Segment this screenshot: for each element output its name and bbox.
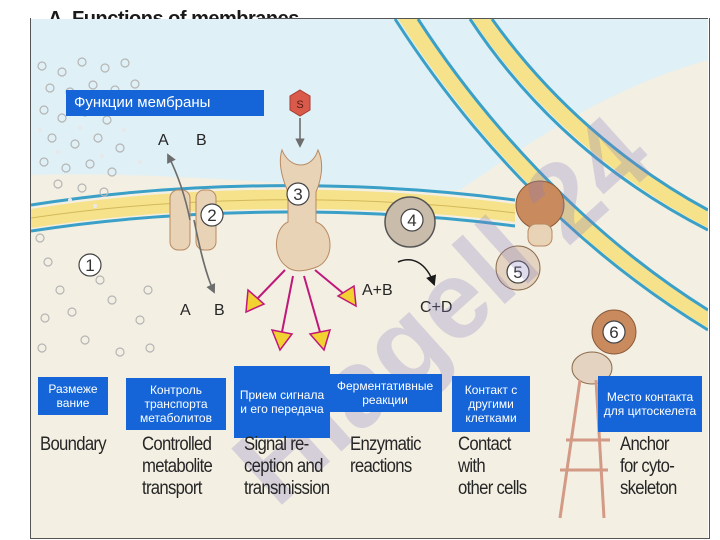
marker-3-label: 3 [293, 185, 302, 204]
function-label-signal-ru: Прием сигнала и его передача [234, 366, 330, 438]
marker-5-label: 5 [513, 263, 522, 282]
en-line: ception and [244, 456, 323, 477]
function-label-signal-en: Signal re- ception and transmission [244, 434, 330, 500]
en-line: skeleton [620, 478, 677, 499]
molecule-b-top: B [196, 132, 207, 149]
receptor-protein [276, 148, 331, 272]
marker-2-circle [200, 203, 224, 227]
contact-protein-neck [527, 223, 553, 247]
function-label-boundary-en: Boundary [40, 434, 107, 456]
transport-arrow-in [193, 219, 216, 294]
boundary-vesicles [35, 57, 155, 357]
marker-5-circle [506, 260, 530, 284]
function-label-transport-ru: Контроль транспорта метаболитов [126, 378, 226, 430]
signal-label: S [296, 99, 303, 111]
diagonal-membrane-1-fill [398, 19, 708, 328]
outside-region [31, 19, 708, 191]
function-label-anchor-en: Anchor for cyto- skeleton [620, 434, 677, 500]
en-line: Boundary [40, 434, 107, 455]
signal-arrowheads [245, 284, 357, 352]
marker-6-label: 6 [609, 323, 618, 342]
marker-4-circle [400, 208, 424, 232]
enzyme-reaction-arrow [397, 259, 437, 286]
diagonal-membrane-2-inner [490, 19, 708, 212]
marker-4-label: 4 [407, 211, 416, 230]
cytoskeleton-filaments [558, 379, 610, 519]
signal-transmission-arrows [257, 269, 345, 333]
header-label-ru: Функции мембраны [66, 90, 264, 116]
marker-3-circle [286, 182, 310, 206]
marker-1-circle [78, 253, 102, 277]
en-line: transport [142, 478, 202, 499]
diagonal-membrane-1-inner [416, 19, 708, 312]
en-line: metabolite [142, 456, 213, 477]
molecule-b-bottom: B [214, 302, 225, 319]
diagonal-membrane-2 [468, 19, 708, 232]
membrane-midline [31, 199, 516, 219]
en-line: for cyto- [620, 456, 675, 477]
function-label-anchor-ru: Место контакта для цитоскелета [598, 376, 702, 432]
function-label-enzyme-ru: Ферментативные реакции [328, 374, 442, 412]
function-label-enzyme-en: Enzymatic reactions [350, 434, 421, 478]
marker-6-circle [602, 320, 626, 344]
en-line: reactions [350, 456, 412, 477]
diagonal-membrane-2-fill [472, 19, 708, 228]
transport-arrow-out [167, 153, 191, 221]
marker-2-label: 2 [207, 206, 216, 225]
product-label: C+D [420, 299, 452, 316]
function-label-boundary-ru: Размеже вание [38, 377, 108, 415]
title-rule [258, 18, 708, 19]
diagonal-membrane-1 [393, 19, 708, 332]
transport-protein-left [169, 189, 191, 251]
en-line: Enzymatic [350, 434, 421, 455]
molecule-a-bottom: A [180, 302, 191, 319]
function-label-contact-en: Contact with other cells [458, 434, 527, 500]
diagram-frame [30, 18, 710, 539]
en-line: other cells [458, 478, 527, 499]
function-label-contact-ru: Контакт с другими клетками [452, 376, 530, 432]
molecule-a-top: A [158, 132, 169, 149]
en-line: Controlled [142, 434, 212, 455]
membrane-bilayer [31, 189, 515, 228]
en-line: transmission [244, 478, 330, 499]
en-line: Contact [458, 434, 511, 455]
en-line: Signal re- [244, 434, 309, 455]
en-line: with [458, 456, 486, 477]
reactant-label: A+B [362, 282, 393, 299]
membrane-inner-edge [31, 210, 516, 233]
marker-1-label: 1 [85, 256, 94, 275]
signal-molecule [289, 89, 311, 117]
boundary-dots [38, 126, 142, 208]
function-label-transport-en: Controlled metabolite transport [142, 434, 213, 500]
en-line: Anchor [620, 434, 669, 455]
